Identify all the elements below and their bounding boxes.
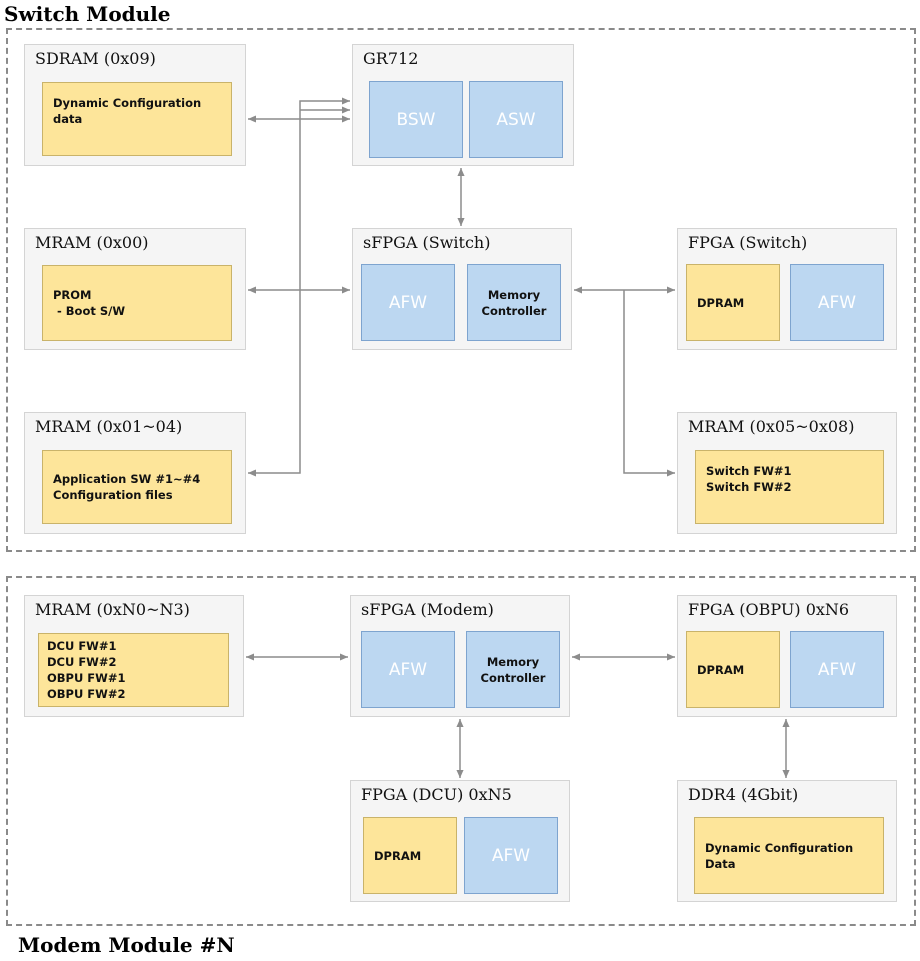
sdram-content-box: Dynamic Configuration data [42, 82, 232, 156]
sdram-content: Dynamic Configuration data [53, 96, 202, 126]
asw-label: ASW [496, 109, 536, 130]
fpga-obpu-dpram-label: DPRAM [697, 662, 745, 677]
sfpga-switch-afw-box: AFW [361, 264, 455, 341]
sfpga-switch-afw-label: AFW [388, 292, 428, 313]
ddr4-content-box: Dynamic Configuration Data [694, 817, 884, 894]
wire-sfpga-mram0508 [623, 290, 675, 477]
mram-0x05-08-title: MRAM (0x05~0x08) [688, 417, 855, 436]
mram-0x01-04-block: MRAM (0x01~04) Application SW #1~#4 Conf… [24, 412, 246, 534]
mram-n0-n3-content-box: DCU FW#1 DCU FW#2 OBPU FW#1 OBPU FW#2 [38, 633, 229, 707]
fpga-dcu-dpram-label: DPRAM [374, 848, 422, 863]
switch-module-frame [6, 28, 916, 552]
mram-0x00-content-box: PROM - Boot S/W [42, 265, 232, 341]
mram-n0-n3-block: MRAM (0xN0~N3) DCU FW#1 DCU FW#2 OBPU FW… [24, 595, 244, 717]
fpga-dcu-afw-box: AFW [464, 817, 558, 894]
modem-module-title: Modem Module #N [18, 933, 235, 957]
fpga-dcu-dpram-box: DPRAM [363, 817, 457, 894]
fpga-obpu-afw-box: AFW [790, 631, 884, 708]
sdram-title: SDRAM (0x09) [35, 49, 156, 68]
fpga-obpu-title: FPGA (OBPU) 0xN6 [688, 600, 850, 619]
modem-module-frame [6, 576, 916, 926]
sdram-block: SDRAM (0x09) Dynamic Configuration data [24, 44, 246, 166]
mram-0x01-04-title: MRAM (0x01~04) [35, 417, 183, 436]
switch-module-title: Switch Module [4, 2, 171, 26]
ddr4-content: Dynamic Configuration Data [705, 840, 854, 871]
fpga-dcu-afw-label: AFW [491, 845, 531, 866]
fpga-dcu-title: FPGA (DCU) 0xN5 [361, 785, 512, 804]
sfpga-modem-memctrl-box: Memory Controller [466, 631, 560, 708]
mram-0x05-08-content-box: Switch FW#1 Switch FW#2 [695, 450, 884, 524]
sfpga-modem-title: sFPGA (Modem) [361, 600, 494, 619]
sfpga-switch-block: sFPGA (Switch) AFW Memory Controller [352, 228, 572, 350]
sfpga-switch-title: sFPGA (Switch) [363, 233, 491, 252]
gr712-title: GR712 [363, 49, 419, 68]
mram-0x05-08-content: Switch FW#1 Switch FW#2 [706, 464, 792, 494]
fpga-obpu-block: FPGA (OBPU) 0xN6 DPRAM AFW [677, 595, 897, 717]
mram-0x01-04-content-box: Application SW #1~#4 Configuration files [42, 450, 232, 524]
ddr4-block: DDR4 (4Gbit) Dynamic Configuration Data [677, 780, 897, 902]
fpga-switch-dpram-box: DPRAM [686, 264, 780, 341]
fpga-obpu-afw-label: AFW [817, 659, 857, 680]
fpga-switch-afw-box: AFW [790, 264, 884, 341]
sfpga-switch-memctrl-box: Memory Controller [467, 264, 561, 341]
asw-box: ASW [469, 81, 563, 158]
wire-mram0104-gr712-a [248, 97, 350, 477]
fpga-switch-title: FPGA (Switch) [688, 233, 808, 252]
fpga-switch-block: FPGA (Switch) DPRAM AFW [677, 228, 897, 350]
gr712-block: GR712 BSW ASW [352, 44, 574, 166]
fpga-switch-dpram-label: DPRAM [697, 295, 745, 310]
mram-0x01-04-content: Application SW #1~#4 Configuration files [53, 472, 201, 502]
mram-0x00-title: MRAM (0x00) [35, 233, 149, 252]
fpga-switch-afw-label: AFW [817, 292, 857, 313]
mram-0x05-08-block: MRAM (0x05~0x08) Switch FW#1 Switch FW#2 [677, 412, 897, 534]
bsw-box: BSW [369, 81, 463, 158]
mram-0x00-block: MRAM (0x00) PROM - Boot S/W [24, 228, 246, 350]
sfpga-modem-block: sFPGA (Modem) AFW Memory Controller [350, 595, 570, 717]
sfpga-modem-afw-label: AFW [388, 659, 428, 680]
mram-0x00-content: PROM - Boot S/W [53, 288, 126, 318]
mram-n0-n3-title: MRAM (0xN0~N3) [35, 600, 190, 619]
fpga-obpu-dpram-box: DPRAM [686, 631, 780, 708]
fpga-dcu-block: FPGA (DCU) 0xN5 DPRAM AFW [350, 780, 570, 902]
sfpga-modem-memctrl-label: Memory Controller [480, 654, 546, 685]
ddr4-title: DDR4 (4Gbit) [688, 785, 799, 804]
sfpga-modem-afw-box: AFW [361, 631, 455, 708]
sfpga-switch-memctrl-label: Memory Controller [481, 287, 547, 318]
bsw-label: BSW [396, 109, 436, 130]
mram-n0-n3-content: DCU FW#1 DCU FW#2 OBPU FW#1 OBPU FW#2 [47, 639, 126, 701]
